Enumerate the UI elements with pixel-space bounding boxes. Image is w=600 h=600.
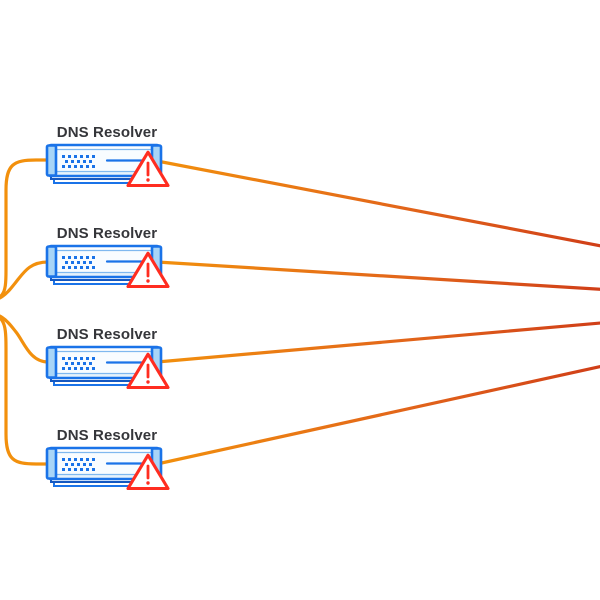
node-label-3: DNS Resolver [57,326,157,343]
left-link-3[interactable] [0,312,56,364]
node-dns-resolver-3[interactable]: DNS Resolver [45,326,170,390]
right-link-4[interactable] [155,364,600,466]
node-dns-resolver-2[interactable]: DNS Resolver [45,225,170,289]
node-dns-resolver-4[interactable]: DNS Resolver [45,427,170,491]
right-link-3[interactable] [155,321,600,364]
node-label-1: DNS Resolver [57,124,157,141]
left-link-1[interactable] [0,158,56,300]
right-link-2[interactable] [155,260,600,291]
left-link-group [0,158,56,466]
node-label-4: DNS Resolver [57,427,157,444]
left-link-2[interactable] [0,260,56,302]
node-dns-resolver-1[interactable]: DNS Resolver [45,124,170,188]
right-link-1[interactable] [155,159,600,248]
right-link-group [155,159,600,466]
node-label-2: DNS Resolver [57,225,157,242]
left-link-4[interactable] [0,314,56,466]
